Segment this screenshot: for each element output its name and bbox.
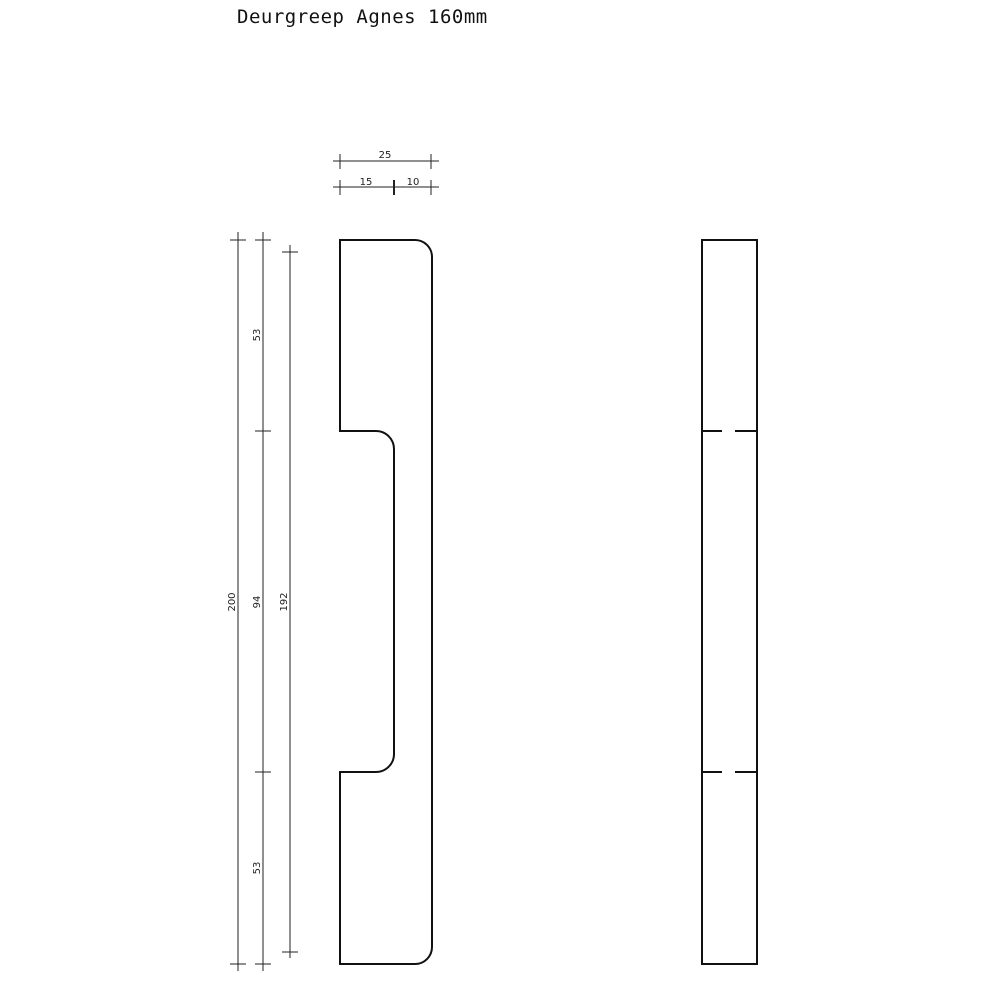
dim-label-15: 15: [360, 177, 373, 188]
dimension-height-segments: 53 94 53: [252, 232, 271, 971]
dimension-width-parts: 15 10: [333, 177, 439, 195]
dimension-width-total: 25: [333, 150, 439, 169]
dim-label-200: 200: [227, 592, 238, 611]
dimension-height-total: 200: [227, 232, 246, 971]
dim-label-25: 25: [379, 150, 392, 161]
dimension-hole-spacing: 192: [279, 245, 298, 958]
dim-label-10: 10: [407, 177, 420, 188]
dim-label-192: 192: [279, 592, 290, 611]
dim-label-53-bottom: 53: [252, 862, 263, 875]
dim-label-94: 94: [252, 596, 263, 609]
drawing-title: Deurgreep Agnes 160mm: [237, 6, 488, 28]
dim-label-53-top: 53: [252, 329, 263, 342]
handle-front-view: [701, 239, 758, 965]
handle-side-profile: [339, 239, 433, 965]
